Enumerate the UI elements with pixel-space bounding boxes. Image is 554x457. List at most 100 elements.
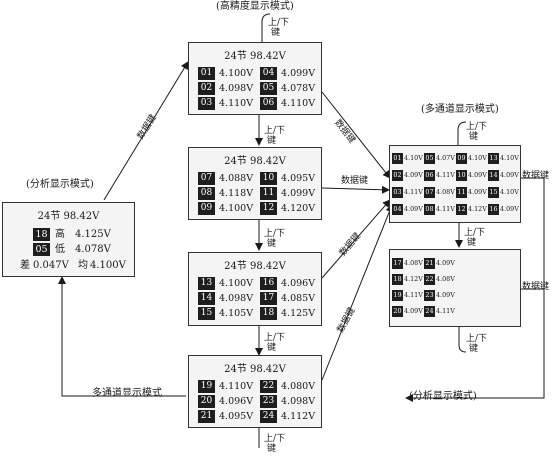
analysis-stats-row: 差 0.047V 均 4.100V bbox=[20, 259, 134, 272]
channel-number: 22 bbox=[424, 274, 435, 285]
channel-cell: 17 4.085V bbox=[260, 292, 335, 305]
channel-number: 06 bbox=[260, 97, 277, 110]
analysis-low-label: 低 bbox=[55, 244, 65, 255]
analysis-high-num: 18 bbox=[33, 228, 50, 241]
channel-number: 04 bbox=[260, 67, 277, 80]
channel-voltage: 4.085V bbox=[281, 293, 316, 304]
channel-number: 18 bbox=[392, 274, 403, 285]
channel-voltage: 4.12V bbox=[468, 205, 487, 213]
channel-number: 10 bbox=[456, 170, 467, 181]
channel-number: 20 bbox=[392, 306, 403, 317]
channel-voltage: 4.11V bbox=[404, 188, 423, 196]
channel-voltage: 4.10V bbox=[500, 154, 519, 162]
updown-label-1: 上/下键 bbox=[264, 126, 286, 146]
channel-number: 15 bbox=[198, 307, 215, 320]
analysis-high-row: 18 高 4.125V bbox=[33, 228, 133, 241]
channel-voltage: 4.09V bbox=[404, 171, 423, 179]
channel-voltage: 4.09V bbox=[468, 171, 487, 179]
channel-voltage: 4.09V bbox=[436, 259, 455, 267]
channel-voltage: 4.100V bbox=[219, 203, 254, 214]
channel-number: 07 bbox=[424, 187, 435, 198]
channel-number: 06 bbox=[424, 170, 435, 181]
loop-arrow-multi-bottom bbox=[458, 327, 467, 353]
channel-voltage: 4.100V bbox=[219, 68, 254, 79]
page-header: 24节 98.42V bbox=[224, 51, 286, 62]
channel-number: 03 bbox=[392, 187, 403, 198]
channel-cell: 06 4.110V bbox=[260, 97, 335, 110]
channel-voltage: 4.112V bbox=[281, 411, 316, 422]
channel-number: 20 bbox=[198, 395, 215, 408]
channel-voltage: 4.09V bbox=[404, 205, 423, 213]
channel-cell: 01 4.100V bbox=[198, 67, 273, 80]
channel-voltage: 4.10V bbox=[468, 154, 487, 162]
channel-cell: 18 4.125V bbox=[260, 307, 335, 320]
page-header: 24节 98.42V bbox=[224, 364, 286, 375]
channel-number: 23 bbox=[424, 290, 435, 301]
updown-label-multi-mid: 上/下键 bbox=[464, 228, 486, 248]
channel-number: 01 bbox=[198, 67, 215, 80]
data-key-label-multi-top: 数据键 bbox=[522, 171, 550, 181]
channel-voltage: 4.125V bbox=[281, 308, 316, 319]
channel-number: 01 bbox=[392, 153, 403, 164]
channel-number: 07 bbox=[198, 172, 215, 185]
channel-number: 14 bbox=[488, 170, 499, 181]
channel-voltage: 4.09V bbox=[468, 188, 487, 196]
analysis-avg-val: 4.100V bbox=[90, 260, 126, 271]
channel-number: 23 bbox=[260, 395, 277, 408]
channel-voltage: 4.098V bbox=[219, 83, 254, 94]
channel-voltage: 4.07V bbox=[436, 154, 455, 162]
channel-voltage: 4.098V bbox=[281, 396, 316, 407]
page-header: 24节 98.42V bbox=[224, 261, 286, 272]
channel-number: 18 bbox=[260, 307, 277, 320]
channel-voltage: 4.105V bbox=[219, 308, 254, 319]
data-key-label-multi-bottom: 数据键 bbox=[522, 282, 550, 292]
channel-number: 24 bbox=[424, 306, 435, 317]
channel-number: 05 bbox=[260, 82, 277, 95]
data-key-path-right bbox=[405, 177, 545, 402]
updown-label-top: 上/下键 bbox=[268, 18, 290, 38]
channel-number: 04 bbox=[392, 204, 403, 215]
channel-number: 08 bbox=[424, 204, 435, 215]
channel-voltage: 4.10V bbox=[500, 188, 519, 196]
analysis-low-val: 4.078V bbox=[75, 244, 111, 255]
channel-voltage: 4.078V bbox=[281, 83, 316, 94]
channel-voltage: 4.110V bbox=[281, 98, 316, 109]
loop-arrow-top bbox=[258, 13, 271, 49]
channel-number: 22 bbox=[260, 380, 277, 393]
channel-number: 21 bbox=[198, 410, 215, 423]
analysis-diff-val: 0.047V bbox=[33, 260, 69, 271]
channel-number: 03 bbox=[198, 97, 215, 110]
channel-number: 17 bbox=[260, 292, 277, 305]
channel-voltage: 4.12V bbox=[404, 275, 423, 283]
channel-number: 16 bbox=[488, 204, 499, 215]
channel-number: 21 bbox=[424, 258, 435, 269]
return-path-left bbox=[58, 276, 186, 397]
channel-cell: 23 4.098V bbox=[260, 395, 335, 408]
channel-number: 19 bbox=[198, 380, 215, 393]
